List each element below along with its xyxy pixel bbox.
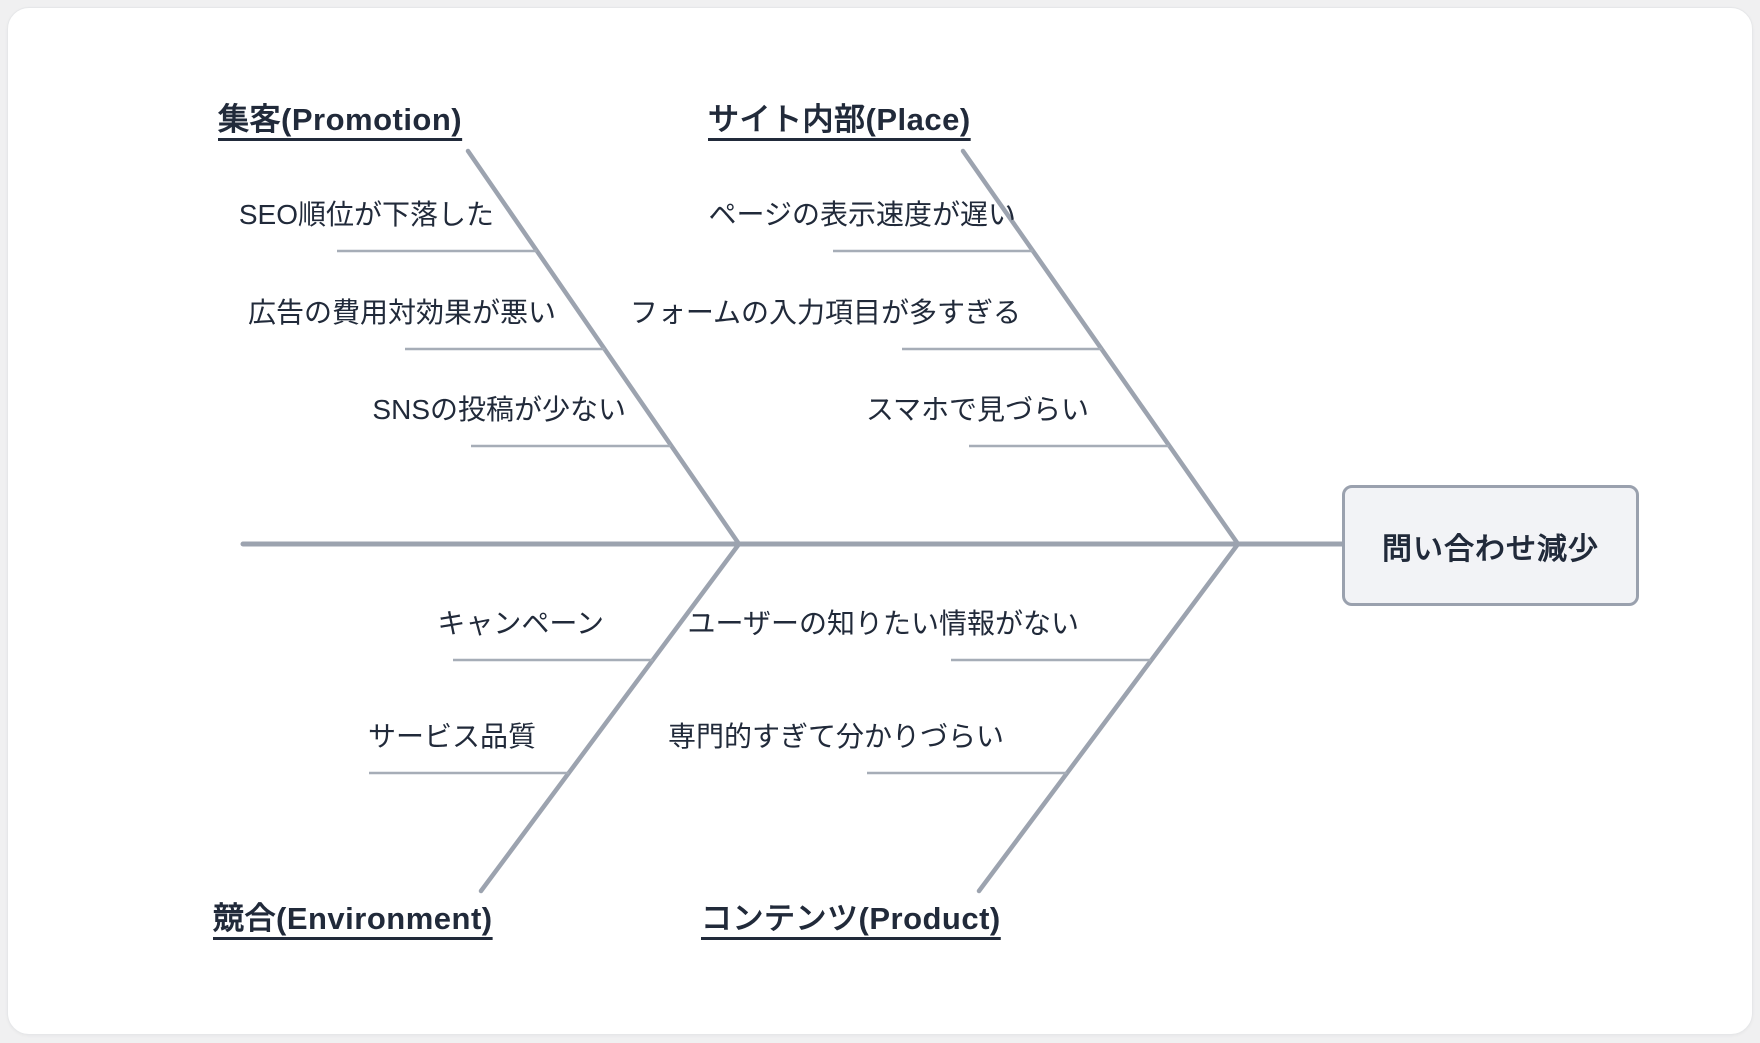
cause-label-product-1: ユーザーの知りたい情報がない [687, 608, 1079, 639]
branch-title-place: サイト内部(Place) [708, 102, 971, 137]
effect-box: 問い合わせ減少 [1342, 485, 1639, 606]
cause-label-promotion-3: SNSの投稿が少ない [372, 394, 626, 425]
branch-title-environment: 競合(Environment) [213, 901, 493, 936]
branch-title-promotion: 集客(Promotion) [218, 102, 463, 137]
branch-line-promotion [465, 148, 742, 547]
cause-label-place-2: フォームの入力項目が多すぎる [629, 297, 1021, 328]
branch-line-place [960, 148, 1241, 547]
diagram-card: 集客(Promotion) サイト内部(Place) 競合(Environmen… [7, 7, 1753, 1035]
cause-label-promotion-2: 広告の費用対効果が悪い [247, 297, 556, 328]
cause-label-environment-2: サービス品質 [367, 721, 536, 752]
cause-label-place-3: スマホで見づらい [865, 394, 1089, 425]
cause-label-product-2: 専門的すぎて分かりづらい [667, 721, 1004, 752]
effect-label: 問い合わせ減少 [1382, 532, 1599, 566]
branch-title-product: コンテンツ(Product) [701, 901, 1001, 936]
branch-line-environment [478, 541, 742, 894]
cause-label-place-1: ページの表示速度が遅い [708, 199, 1016, 230]
cause-label-environment-1: キャンペーン [437, 608, 604, 639]
cause-label-promotion-1: SEO順位が下落した [238, 199, 494, 230]
branch-line-product [976, 541, 1241, 894]
